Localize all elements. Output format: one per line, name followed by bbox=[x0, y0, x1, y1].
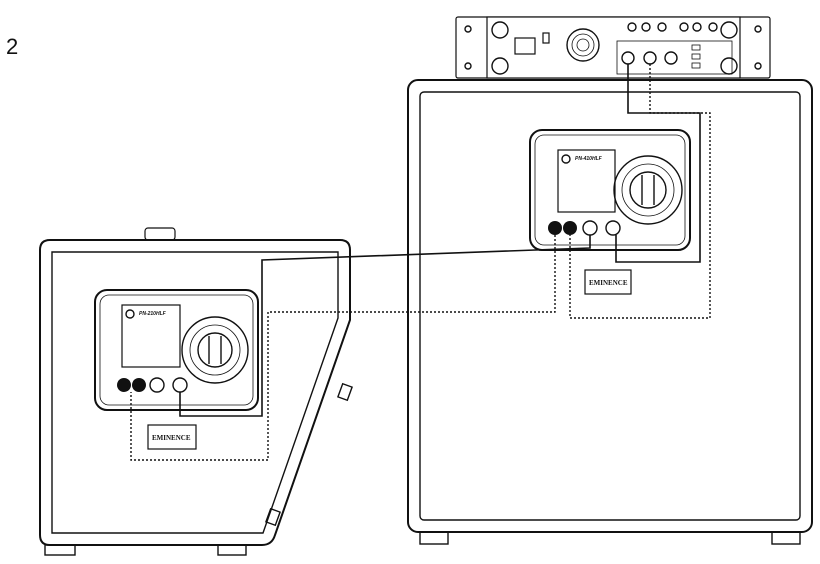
left-cabinet: PN-210HLF EMINENCE bbox=[39, 227, 353, 556]
brand-badge bbox=[584, 269, 632, 295]
power-switch bbox=[542, 32, 550, 44]
badge-text: EMINENCE bbox=[589, 279, 628, 287]
right-cabinet: PN-410HLF EMINENCE bbox=[407, 79, 813, 545]
cabinet-foot bbox=[44, 544, 76, 556]
link-cable-dotted bbox=[130, 235, 556, 461]
input-jack[interactable] bbox=[563, 221, 577, 235]
speaker-cable-solid bbox=[615, 64, 701, 263]
input-jack[interactable] bbox=[548, 221, 562, 235]
cabinet-foot bbox=[419, 531, 449, 545]
power-inlet-icon bbox=[514, 37, 536, 55]
speakon-jack[interactable] bbox=[172, 377, 188, 393]
spec-label bbox=[121, 304, 181, 368]
brand-badge bbox=[147, 424, 197, 450]
bass-port-icon bbox=[181, 316, 249, 384]
cabinet-foot bbox=[217, 544, 247, 556]
bass-port-icon bbox=[613, 155, 683, 225]
speakon-jack[interactable] bbox=[582, 220, 598, 236]
handle bbox=[144, 227, 176, 241]
cabinet-foot bbox=[771, 531, 801, 545]
spec-label bbox=[557, 149, 616, 213]
model-label: PN-210HLF bbox=[139, 311, 167, 317]
speakon-jack[interactable] bbox=[149, 377, 165, 393]
fan-icon bbox=[566, 28, 600, 62]
speaker-cable-dotted bbox=[569, 64, 711, 319]
model-label: PN-410HLF bbox=[575, 156, 603, 162]
badge-text: EMINENCE bbox=[152, 434, 191, 442]
speakon-jack[interactable] bbox=[605, 220, 621, 236]
amplifier-head bbox=[455, 16, 771, 79]
input-jack[interactable] bbox=[132, 378, 146, 392]
link-cable-solid bbox=[179, 235, 591, 417]
figure-number: 2 bbox=[6, 34, 19, 59]
input-jack[interactable] bbox=[117, 378, 131, 392]
